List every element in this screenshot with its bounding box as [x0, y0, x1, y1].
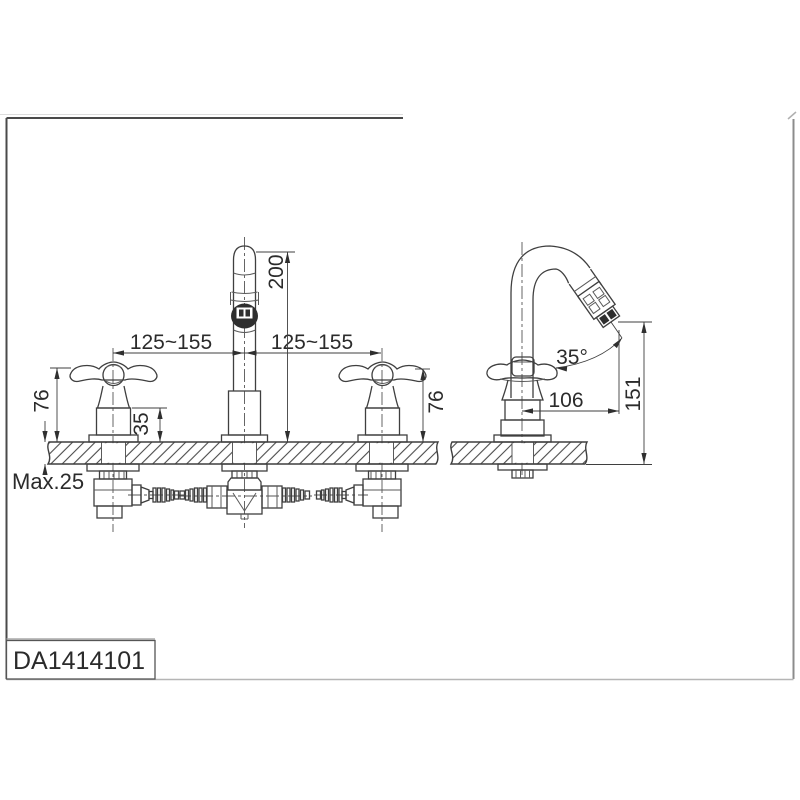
- underdeck-center: [179, 463, 311, 520]
- title-block: DA1414101: [5, 638, 156, 680]
- dim-spout-angle-label: 35°: [556, 346, 588, 369]
- dimensions-side: 35° 106 151: [522, 321, 652, 465]
- underdeck-right: [315, 463, 409, 519]
- dim-outlet-height-label: 151: [622, 376, 645, 411]
- dim-spacing-left-label: 125~155: [130, 331, 212, 354]
- frame-corner-tick: [787, 111, 797, 120]
- underdeck-left: [86, 463, 180, 519]
- side-nozzle: [568, 268, 621, 329]
- model-number: DA1414101: [13, 647, 145, 675]
- dim-spout-reach-label: 106: [548, 389, 583, 412]
- dim-handle-height-right-label: 76: [425, 390, 448, 413]
- dimensions-front: 125~155 125~155 200 76 76 35 Max.25: [12, 251, 448, 494]
- front-handle-right: [338, 361, 427, 443]
- front-view-deck: [46, 441, 440, 465]
- front-handle-left: [69, 361, 158, 443]
- dim-base-height-label: 35: [130, 412, 153, 435]
- dim-spout-height-label: 200: [265, 254, 288, 289]
- dim-deck-thickness-label: Max.25: [12, 469, 84, 494]
- side-view-deck: [449, 441, 589, 465]
- front-spout: [220, 245, 269, 443]
- side-spout: [510, 245, 621, 398]
- centerlines: [112, 237, 523, 532]
- dim-spacing-right-label: 125~155: [271, 331, 353, 354]
- side-handle: [486, 356, 558, 479]
- dim-handle-height-left-label: 76: [31, 389, 54, 412]
- drawing-frame: [0, 111, 797, 681]
